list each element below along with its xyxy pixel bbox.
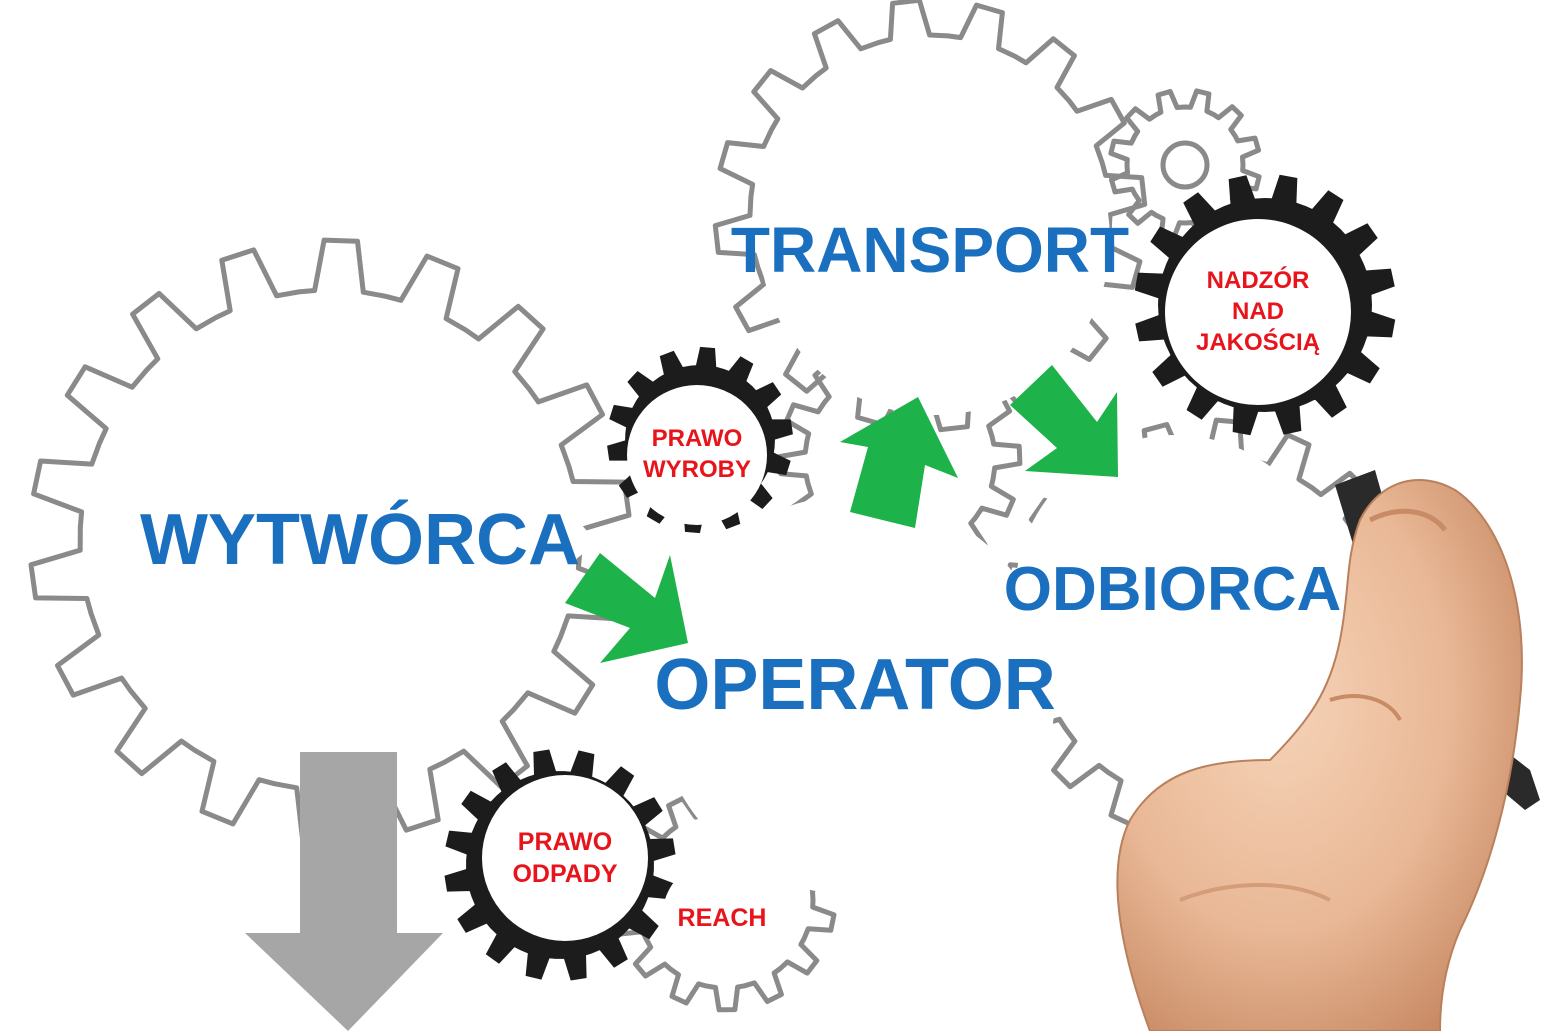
node-odbiorca: ODBIORCA bbox=[1000, 550, 1345, 630]
gear-icon bbox=[28, 237, 632, 843]
node-nadzor: NADZÓR NAD JAKOŚCIĄ bbox=[1165, 250, 1351, 375]
node-operator: OPERATOR bbox=[654, 640, 1056, 730]
gear-icon bbox=[712, 0, 1148, 433]
node-circle-odbiorca bbox=[1015, 435, 1335, 755]
node-label-line: NADZÓR bbox=[1206, 267, 1310, 295]
node-label: TRANSPORT bbox=[730, 214, 1130, 286]
gear-hub bbox=[1160, 140, 1210, 190]
node-circle-transport bbox=[760, 65, 1110, 415]
node-label-line: PRAWO bbox=[517, 828, 613, 856]
node-label-line: JAKOŚCIĄ bbox=[1195, 328, 1321, 356]
node-wytworca: WYTWÓRCA bbox=[130, 485, 590, 595]
arrow-right-down-icon bbox=[565, 553, 688, 663]
node-circle-operator bbox=[655, 495, 1055, 895]
hand-with-marker bbox=[1116, 470, 1540, 1031]
node-circle-reach bbox=[662, 858, 782, 978]
node-transport: TRANSPORT bbox=[731, 210, 1129, 290]
node-label-line: WYROBY bbox=[643, 456, 751, 483]
node-prawo-wyroby: PRAWO WYROBY bbox=[627, 410, 767, 500]
node-reach: REACH bbox=[662, 898, 782, 938]
node-label: ODBIORCA bbox=[1003, 555, 1342, 624]
node-prawo-odpady: PRAWO ODPADY bbox=[482, 812, 648, 904]
node-label-line: ODPADY bbox=[512, 860, 618, 888]
node-circle-nadzor bbox=[1165, 219, 1351, 405]
arrow-down-icon bbox=[245, 752, 443, 1031]
node-label: REACH bbox=[677, 904, 767, 932]
node-label: OPERATOR bbox=[654, 645, 1056, 725]
node-label-line: PRAWO bbox=[651, 425, 743, 453]
node-label: WYTWÓRCA bbox=[140, 500, 580, 580]
arrow-up-icon bbox=[840, 397, 958, 528]
node-circle-prawo-wyroby bbox=[627, 385, 767, 525]
node-circle-prawo-odpady bbox=[482, 775, 648, 941]
node-label-line: NAD bbox=[1232, 298, 1284, 326]
arrow-right-down-icon bbox=[1010, 365, 1118, 477]
